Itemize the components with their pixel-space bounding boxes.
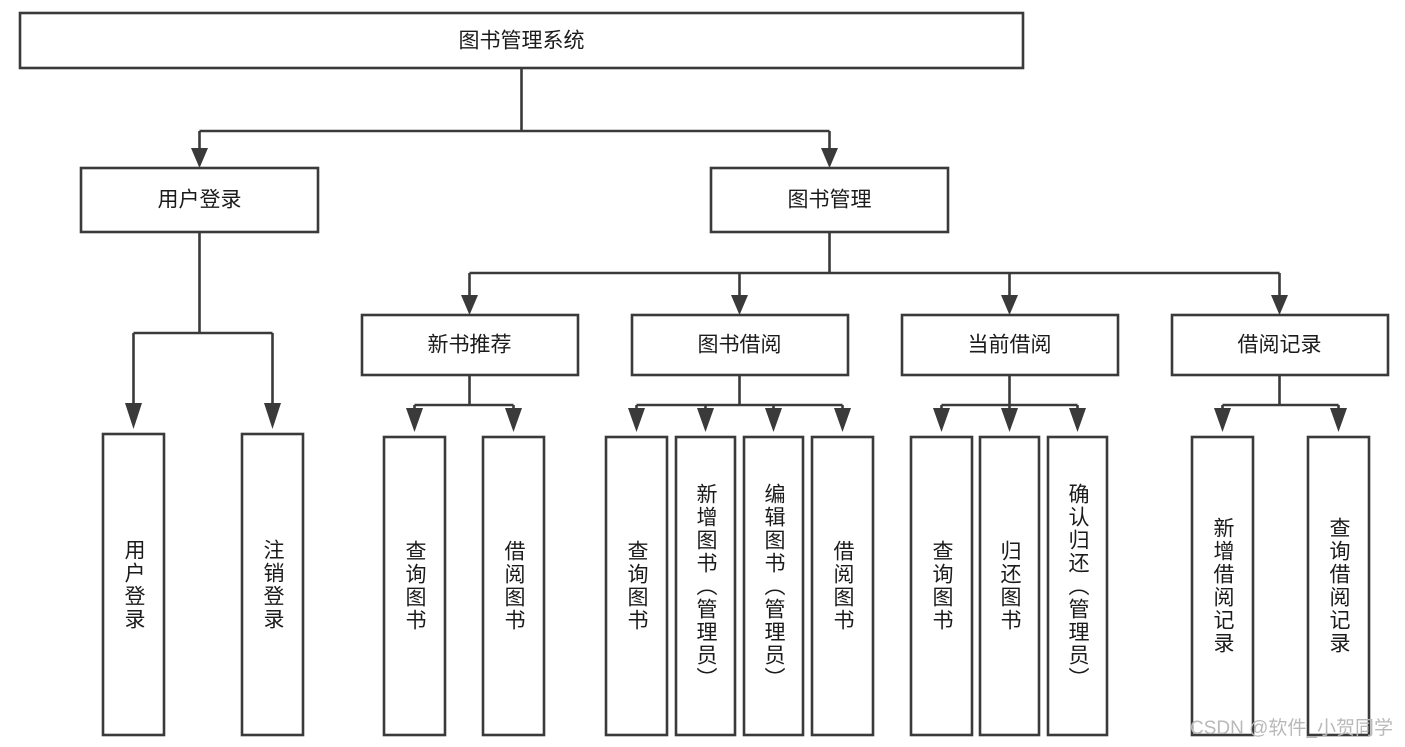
- leaf-box-borrow-record-1[interactable]: [1306, 435, 1371, 737]
- leaf-box-new-book-0[interactable]: [382, 435, 447, 737]
- leaf-box-new-book-1[interactable]: [481, 435, 546, 737]
- arrow-head-leaf-current-borrow-0: [933, 408, 950, 432]
- leaf-box-book-borrow-3[interactable]: [810, 435, 875, 737]
- leaf-box-user-login-1[interactable]: [240, 432, 305, 737]
- csdn-watermark: CSDN @软件_小贺同学: [1190, 718, 1393, 739]
- arrow-head-current-borrow: [1001, 295, 1018, 315]
- leaf-box-current-borrow-1[interactable]: [978, 435, 1041, 737]
- connector-group-new-book-leaves: [406, 375, 522, 432]
- arrow-head-user-login: [191, 148, 208, 168]
- connector-group-root-to-level2: [191, 68, 838, 168]
- connector-group-book-manage-to-level3: [461, 232, 1288, 315]
- arrow-head-leaf-new-book-0: [406, 408, 423, 432]
- leaf-box-current-borrow-0[interactable]: [909, 435, 974, 737]
- arrow-head-leaf-user-login-1: [264, 403, 281, 429]
- node-borrow-record-label: 借阅记录: [1238, 334, 1322, 357]
- connector-group-user-login-leaves: [125, 232, 281, 429]
- arrow-head-leaf-borrow-record-1: [1330, 408, 1347, 432]
- arrow-head-leaf-book-borrow-0: [628, 408, 645, 432]
- connector-group-current-borrow-leaves: [933, 375, 1086, 432]
- node-new-book-box[interactable]: [360, 313, 580, 377]
- arrow-head-leaf-user-login-0: [125, 403, 142, 429]
- leaf-box-user-login-0[interactable]: [101, 432, 166, 737]
- arrow-head-leaf-book-borrow-1: [697, 408, 714, 432]
- arrow-head-leaf-borrow-record-0: [1214, 408, 1231, 432]
- arrow-head-new-book: [461, 295, 478, 315]
- leaf-box-borrow-record-0[interactable]: [1190, 435, 1255, 737]
- node-current-borrow-box[interactable]: [900, 313, 1120, 377]
- connector-group-book-borrow-leaves: [628, 375, 851, 432]
- leaf-box-book-borrow-0[interactable]: [604, 435, 669, 737]
- arrow-head-leaf-book-borrow-2: [765, 408, 782, 432]
- node-root-label: 图书管理系统: [459, 30, 585, 53]
- arrow-head-book-borrow: [731, 295, 748, 315]
- node-user-login-box[interactable]: [79, 166, 320, 234]
- arrow-head-book-manage: [821, 148, 838, 168]
- node-borrow-record-box[interactable]: [1170, 313, 1390, 377]
- node-user-login-label: 用户登录: [158, 189, 242, 212]
- arrow-head-leaf-book-borrow-3: [834, 408, 851, 432]
- connector-group-borrow-record-leaves: [1214, 375, 1347, 432]
- leaf-box-book-borrow-1[interactable]: [674, 435, 737, 737]
- node-book-manage-box[interactable]: [709, 166, 950, 234]
- node-book-borrow-box[interactable]: [630, 313, 850, 377]
- leaf-box-current-borrow-2[interactable]: [1046, 435, 1109, 737]
- leaf-box-book-borrow-2[interactable]: [742, 435, 805, 737]
- arrow-head-leaf-new-book-1: [505, 408, 522, 432]
- arrow-head-leaf-current-borrow-1: [1001, 408, 1018, 432]
- node-book-borrow-label: 图书借阅: [698, 334, 782, 357]
- arrow-head-borrow-record: [1271, 295, 1288, 315]
- arrow-head-leaf-current-borrow-2: [1069, 408, 1086, 432]
- node-book-manage-label: 图书管理: [788, 189, 872, 212]
- node-root-box[interactable]: [18, 11, 1025, 70]
- node-current-borrow-label: 当前借阅: [968, 334, 1052, 357]
- node-new-book-label: 新书推荐: [428, 334, 512, 357]
